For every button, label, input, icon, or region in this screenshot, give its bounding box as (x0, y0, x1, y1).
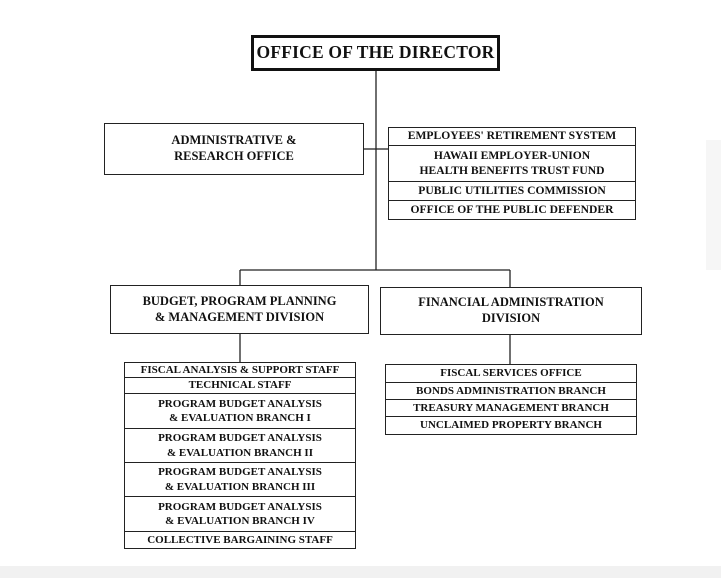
financial-division-label: FINANCIAL ADMINISTRATION DIVISION (418, 295, 604, 325)
director-box: OFFICE OF THE DIRECTOR (251, 35, 500, 71)
attached-agency-label: HAWAII EMPLOYER-UNION HEALTH BENEFITS TR… (419, 148, 605, 177)
unit-box: FISCAL SERVICES OFFICE (385, 364, 637, 383)
unit-box: PROGRAM BUDGET ANALYSIS & EVALUATION BRA… (124, 496, 356, 532)
attached-agency-label: OFFICE OF THE PUBLIC DEFENDER (410, 202, 614, 216)
unit-label: PROGRAM BUDGET ANALYSIS & EVALUATION BRA… (158, 397, 322, 424)
unit-label: PROGRAM BUDGET ANALYSIS & EVALUATION BRA… (158, 432, 322, 459)
unit-label: TECHNICAL STAFF (188, 379, 292, 392)
unit-box: PROGRAM BUDGET ANALYSIS & EVALUATION BRA… (124, 393, 356, 429)
unit-box: TECHNICAL STAFF (124, 377, 356, 394)
attached-agency-label: PUBLIC UTILITIES COMMISSION (418, 183, 606, 197)
unit-label: TREASURY MANAGEMENT BRANCH (413, 401, 609, 414)
unit-box: UNCLAIMED PROPERTY BRANCH (385, 416, 637, 435)
unit-label: FISCAL ANALYSIS & SUPPORT STAFF (140, 363, 340, 376)
attached-agency-box: OFFICE OF THE PUBLIC DEFENDER (388, 200, 636, 220)
unit-box: COLLECTIVE BARGAINING STAFF (124, 531, 356, 549)
unit-label: UNCLAIMED PROPERTY BRANCH (420, 419, 602, 432)
unit-box: TREASURY MANAGEMENT BRANCH (385, 399, 637, 417)
unit-label: BONDS ADMINISTRATION BRANCH (416, 384, 606, 397)
director-label: OFFICE OF THE DIRECTOR (256, 42, 495, 63)
bottom-strip (0, 566, 721, 578)
attached-agency-label: EMPLOYEES' RETIREMENT SYSTEM (407, 129, 617, 143)
scan-shadow (706, 140, 721, 270)
unit-box: PROGRAM BUDGET ANALYSIS & EVALUATION BRA… (124, 462, 356, 497)
attached-agency-box: PUBLIC UTILITIES COMMISSION (388, 181, 636, 201)
unit-label: PROGRAM BUDGET ANALYSIS & EVALUATION BRA… (158, 500, 322, 527)
admin-office-label: ADMINISTRATIVE & RESEARCH OFFICE (171, 133, 297, 163)
unit-label: FISCAL SERVICES OFFICE (440, 367, 582, 380)
financial-division-box: FINANCIAL ADMINISTRATION DIVISION (380, 287, 642, 335)
budget-division-box: BUDGET, PROGRAM PLANNING & MANAGEMENT DI… (110, 285, 369, 334)
unit-label: PROGRAM BUDGET ANALYSIS & EVALUATION BRA… (158, 466, 322, 493)
budget-division-label: BUDGET, PROGRAM PLANNING & MANAGEMENT DI… (142, 293, 337, 324)
unit-box: PROGRAM BUDGET ANALYSIS & EVALUATION BRA… (124, 428, 356, 463)
attached-agency-box: HAWAII EMPLOYER-UNION HEALTH BENEFITS TR… (388, 145, 636, 182)
unit-box: BONDS ADMINISTRATION BRANCH (385, 382, 637, 400)
admin-office-box: ADMINISTRATIVE & RESEARCH OFFICE (104, 123, 364, 175)
attached-agency-box: EMPLOYEES' RETIREMENT SYSTEM (388, 127, 636, 146)
unit-label: COLLECTIVE BARGAINING STAFF (147, 533, 333, 546)
unit-box: FISCAL ANALYSIS & SUPPORT STAFF (124, 362, 356, 378)
